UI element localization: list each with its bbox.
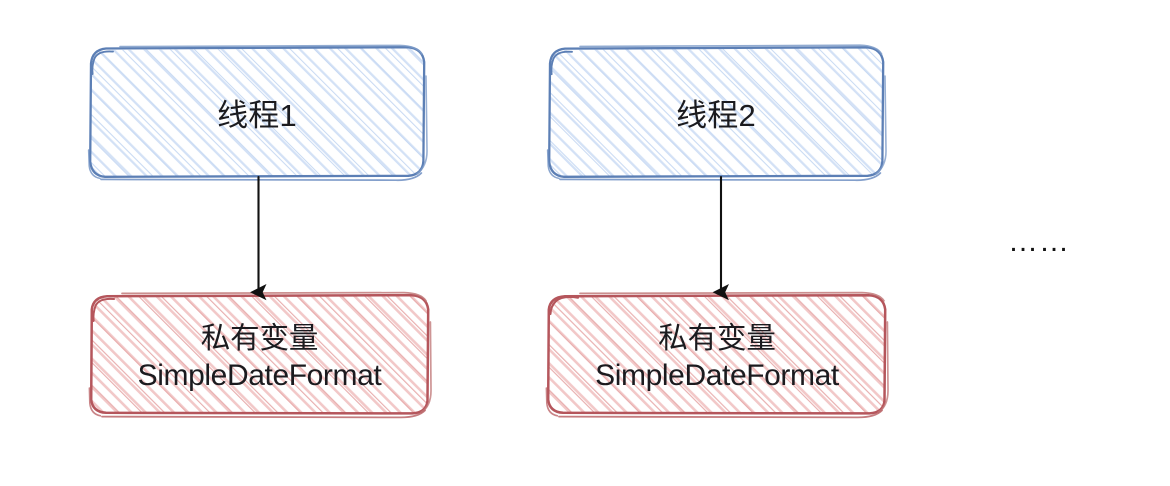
thread-box-1[interactable] <box>87 44 428 182</box>
ellipsis-label: …… <box>1008 225 1070 258</box>
variable-box-1[interactable] <box>88 291 432 419</box>
thread-box-2[interactable] <box>546 44 887 182</box>
variable-box-2[interactable] <box>545 291 889 419</box>
